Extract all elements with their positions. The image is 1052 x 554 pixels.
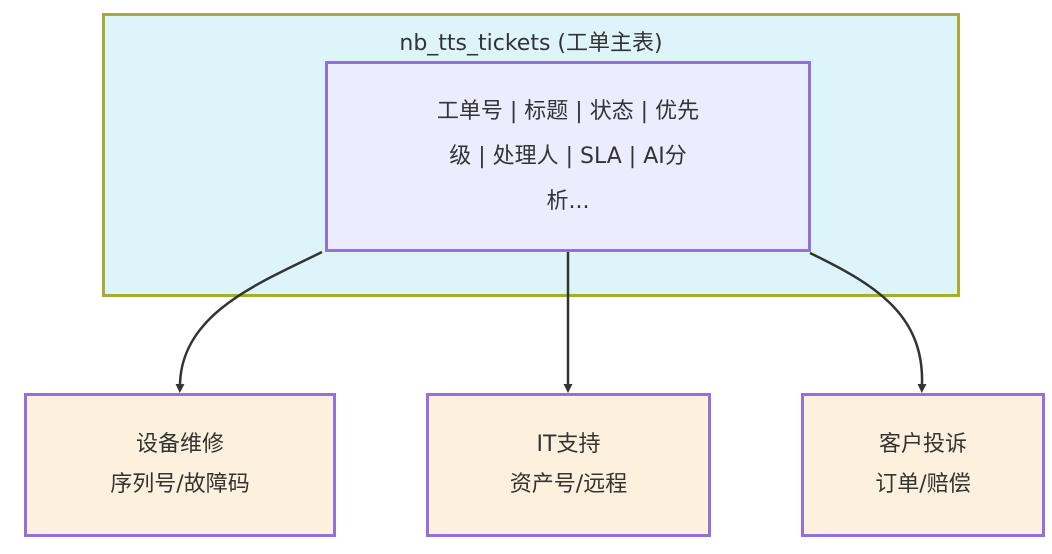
leaf-subtitle: 订单/赔偿 xyxy=(875,472,971,497)
node-device-repair: 设备维修 序列号/故障码 xyxy=(24,393,336,537)
leaf-subtitle: 资产号/远程 xyxy=(509,472,628,497)
node-it-support: IT支持 资产号/远程 xyxy=(426,393,711,537)
leaf-title: IT支持 xyxy=(536,432,601,457)
leaf-subtitle: 序列号/故障码 xyxy=(110,472,250,497)
leaf-title: 客户投诉 xyxy=(878,432,967,457)
cluster-title: nb_tts_tickets (工单主表) xyxy=(399,31,663,56)
main-node-text-line-3: 析... xyxy=(546,189,590,214)
main-node-text-line-1: 工单号 | 标题 | 状态 | 优先 xyxy=(436,99,700,124)
node-customer-complaint: 客户投诉 订单/赔偿 xyxy=(801,393,1045,537)
main-node-text-line-2: 级 | 处理人 | SLA | AI分 xyxy=(449,144,687,169)
leaf-title: 设备维修 xyxy=(135,432,224,457)
node-main-table-fields: 工单号 | 标题 | 状态 | 优先 级 | 处理人 | SLA | AI分 析… xyxy=(325,61,811,252)
